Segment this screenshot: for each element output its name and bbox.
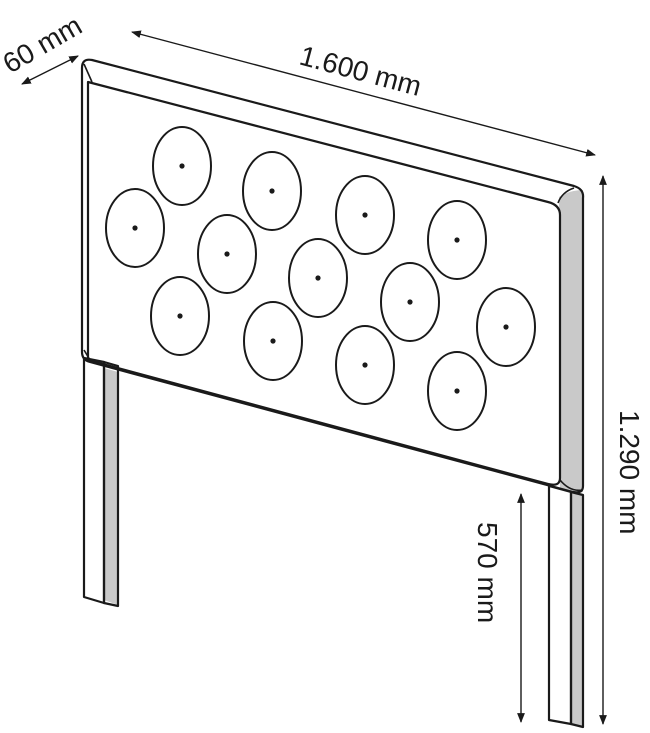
height-dimension: 1.290 mm <box>599 175 645 725</box>
tuft-button <box>362 362 368 368</box>
tuft-button <box>270 338 276 344</box>
headboard-panel <box>80 58 585 494</box>
tuft-button <box>407 299 413 305</box>
right-leg <box>547 484 585 729</box>
tuft-button <box>177 313 183 319</box>
tuft-button <box>454 388 460 394</box>
tuft-button <box>503 324 509 330</box>
height-label: 1.290 mm <box>614 410 645 535</box>
tuft-button <box>315 275 321 281</box>
depth-dimension: 60 mm <box>0 10 87 85</box>
tuft-button <box>132 225 138 231</box>
leg-height-dimension: 570 mm <box>472 493 525 723</box>
left-leg <box>82 356 120 608</box>
depth-label: 60 mm <box>0 10 87 80</box>
tuft-button <box>269 188 275 194</box>
tuft-button <box>362 212 368 218</box>
tuft-button <box>454 237 460 243</box>
tuft-button <box>179 163 185 169</box>
leg-height-label: 570 mm <box>472 522 503 623</box>
tuft-button <box>224 251 230 257</box>
